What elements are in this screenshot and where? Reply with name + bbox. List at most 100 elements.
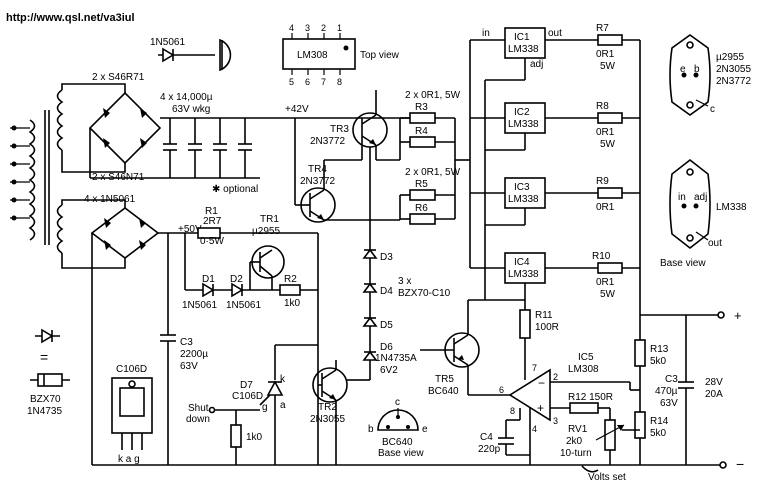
zener-stack: D3 D4 D5 3 x BZX70-C10 D6 1N4735A 6V2	[362, 147, 451, 380]
ic2-part: LM338	[508, 119, 539, 130]
r1-label: R1	[205, 206, 218, 217]
c3b-rating: 63V	[660, 398, 678, 409]
to3b-pin-adj: adj	[694, 192, 707, 203]
r11-value: 100R	[535, 322, 559, 333]
bridge-rectifier-2: 4 x 1N5061	[84, 194, 160, 260]
tr5-part: BC640	[428, 386, 459, 397]
tr3-label: TR3	[330, 124, 349, 135]
tr1-part: µ2955	[252, 226, 280, 237]
output-current: 20A	[705, 389, 723, 400]
lm308-pin: 6	[305, 77, 310, 87]
d6-part: 1N4735A	[375, 353, 417, 364]
d7-pin-g: g	[262, 402, 268, 413]
error-amplifier: R11 100R TR5 BC640 − + R12 150R 2 3 6 8 …	[420, 299, 640, 483]
output-minus-terminal	[719, 461, 727, 469]
rv1-label: RV1	[568, 424, 588, 435]
r-shutdown-value: 1k0	[246, 432, 263, 443]
d1-part: 1N5061	[182, 300, 217, 311]
d7-label: D7	[240, 380, 253, 391]
c4-label: C4	[480, 432, 493, 443]
ic5-pin-3: 3	[553, 416, 558, 426]
c4-value: 220p	[478, 444, 501, 455]
bc640-pin-c: c	[395, 397, 400, 408]
scr-package-part: C106D	[116, 364, 147, 375]
bridge1-top-label: 2 x S46R71	[92, 72, 145, 83]
to3-package-regulator: in adj out LM338 Base view	[660, 158, 747, 269]
caps-value-label: 4 x 14,000µ	[160, 92, 213, 103]
ic5-pin-2: 2	[553, 372, 558, 382]
shutdown-scr: k g a D7 C106D Shut down 1k0	[186, 233, 319, 465]
r4-label: R4	[415, 126, 428, 137]
ic1-part: LM338	[508, 44, 539, 55]
tr2-label: TR2	[318, 402, 337, 413]
r7-rating: 5W	[600, 61, 616, 72]
r9-value: 0R1	[596, 202, 615, 213]
ic2-label: IC2	[514, 107, 530, 118]
tr5-label: TR5	[435, 374, 454, 385]
to3a-part-2: 2N3055	[716, 64, 751, 75]
c3a-value: 2200µ	[180, 349, 208, 360]
r3-note: 2 x 0R1, 5W	[405, 90, 461, 101]
ic4-label: IC4	[514, 257, 530, 268]
to3a-pin-c: c	[710, 104, 715, 115]
lm308-view-label: Top view	[360, 50, 400, 61]
r13-label: R13	[650, 344, 669, 355]
shutdown-label: Shut	[188, 403, 209, 414]
bc640-pin-b: b	[368, 424, 374, 435]
source-url: http://www.qsl.net/va3iul	[6, 12, 135, 24]
d7-part: C106D	[232, 391, 263, 402]
d2-part: 1N5061	[226, 300, 261, 311]
lm308-pin: 1	[337, 23, 342, 33]
d345-part: BZX70-C10	[398, 288, 451, 299]
ic5-pin-7: 7	[532, 363, 537, 373]
bc640-pin-e: e	[422, 424, 428, 435]
r3-label: R3	[415, 102, 428, 113]
d2-label: D2	[230, 274, 243, 285]
tr4-label: TR4	[308, 164, 327, 175]
c3a-rating: 63V	[180, 361, 198, 372]
zener-equals: =	[40, 349, 48, 365]
optional-note: ✱ optional	[212, 184, 258, 195]
c3a-label: C3	[180, 337, 193, 348]
r14-label: R14	[650, 416, 669, 427]
pass-transistors: TR3 2N3772 TR4 2N3772	[294, 90, 400, 223]
lm308-pin: 2	[321, 23, 326, 33]
output-plus-terminal	[717, 311, 725, 319]
d7-pin-k: k	[280, 374, 286, 385]
ic1-pin-in: in	[482, 28, 490, 39]
to3b-view-label: Base view	[660, 258, 706, 269]
rail-50v: +50V C3 2200µ 63V	[91, 224, 318, 465]
ic5-pin-4: 4	[532, 424, 537, 434]
lm308-pin: 5	[289, 77, 294, 87]
d4-label: D4	[380, 286, 393, 297]
r10-label: R10	[592, 251, 611, 262]
r8-value: 0R1	[596, 127, 615, 138]
lm308-pin: 8	[337, 77, 342, 87]
to3-package-transistor: e b c µ2955 2N3055 2N3772	[669, 34, 751, 116]
tr1-current-limit: R1 2R7 0·5W TR1 µ2955 D1 1N5061 D2 1N506…	[182, 206, 318, 311]
ic4-part: LM338	[508, 269, 539, 280]
tr3-part: 2N3772	[310, 136, 345, 147]
zener-part-1: BZX70	[30, 394, 61, 405]
ic1-pin-adj: adj	[530, 59, 543, 70]
transformer	[10, 83, 126, 269]
zener-legend: = BZX70 1N4735	[27, 328, 70, 417]
r9-label: R9	[596, 176, 609, 187]
ic5-minus: −	[538, 376, 545, 390]
to3a-part-3: 2N3772	[716, 76, 751, 87]
output-plus-sign: +	[734, 308, 742, 323]
to3a-pin-b: b	[694, 64, 700, 75]
diode-legend: 1N5061	[150, 37, 232, 72]
r7-label: R7	[596, 23, 609, 34]
lm308-pin: 4	[289, 23, 294, 33]
tr4-part: 2N3772	[300, 176, 335, 187]
to3a-pin-e: e	[680, 64, 686, 75]
emitter-resistors: 2 x 0R1, 5W R3 R4 2 x 0R1, 5W R5 R6	[399, 90, 461, 225]
bc640-view-label: Base view	[378, 448, 424, 459]
r1-value: 2R7	[203, 216, 222, 227]
tr1-label: TR1	[260, 214, 279, 225]
d3-label: D3	[380, 252, 393, 263]
d7-pin-a: a	[280, 400, 286, 411]
ic5-part: LM308	[568, 364, 599, 375]
rv1-value: 2k0	[566, 436, 583, 447]
